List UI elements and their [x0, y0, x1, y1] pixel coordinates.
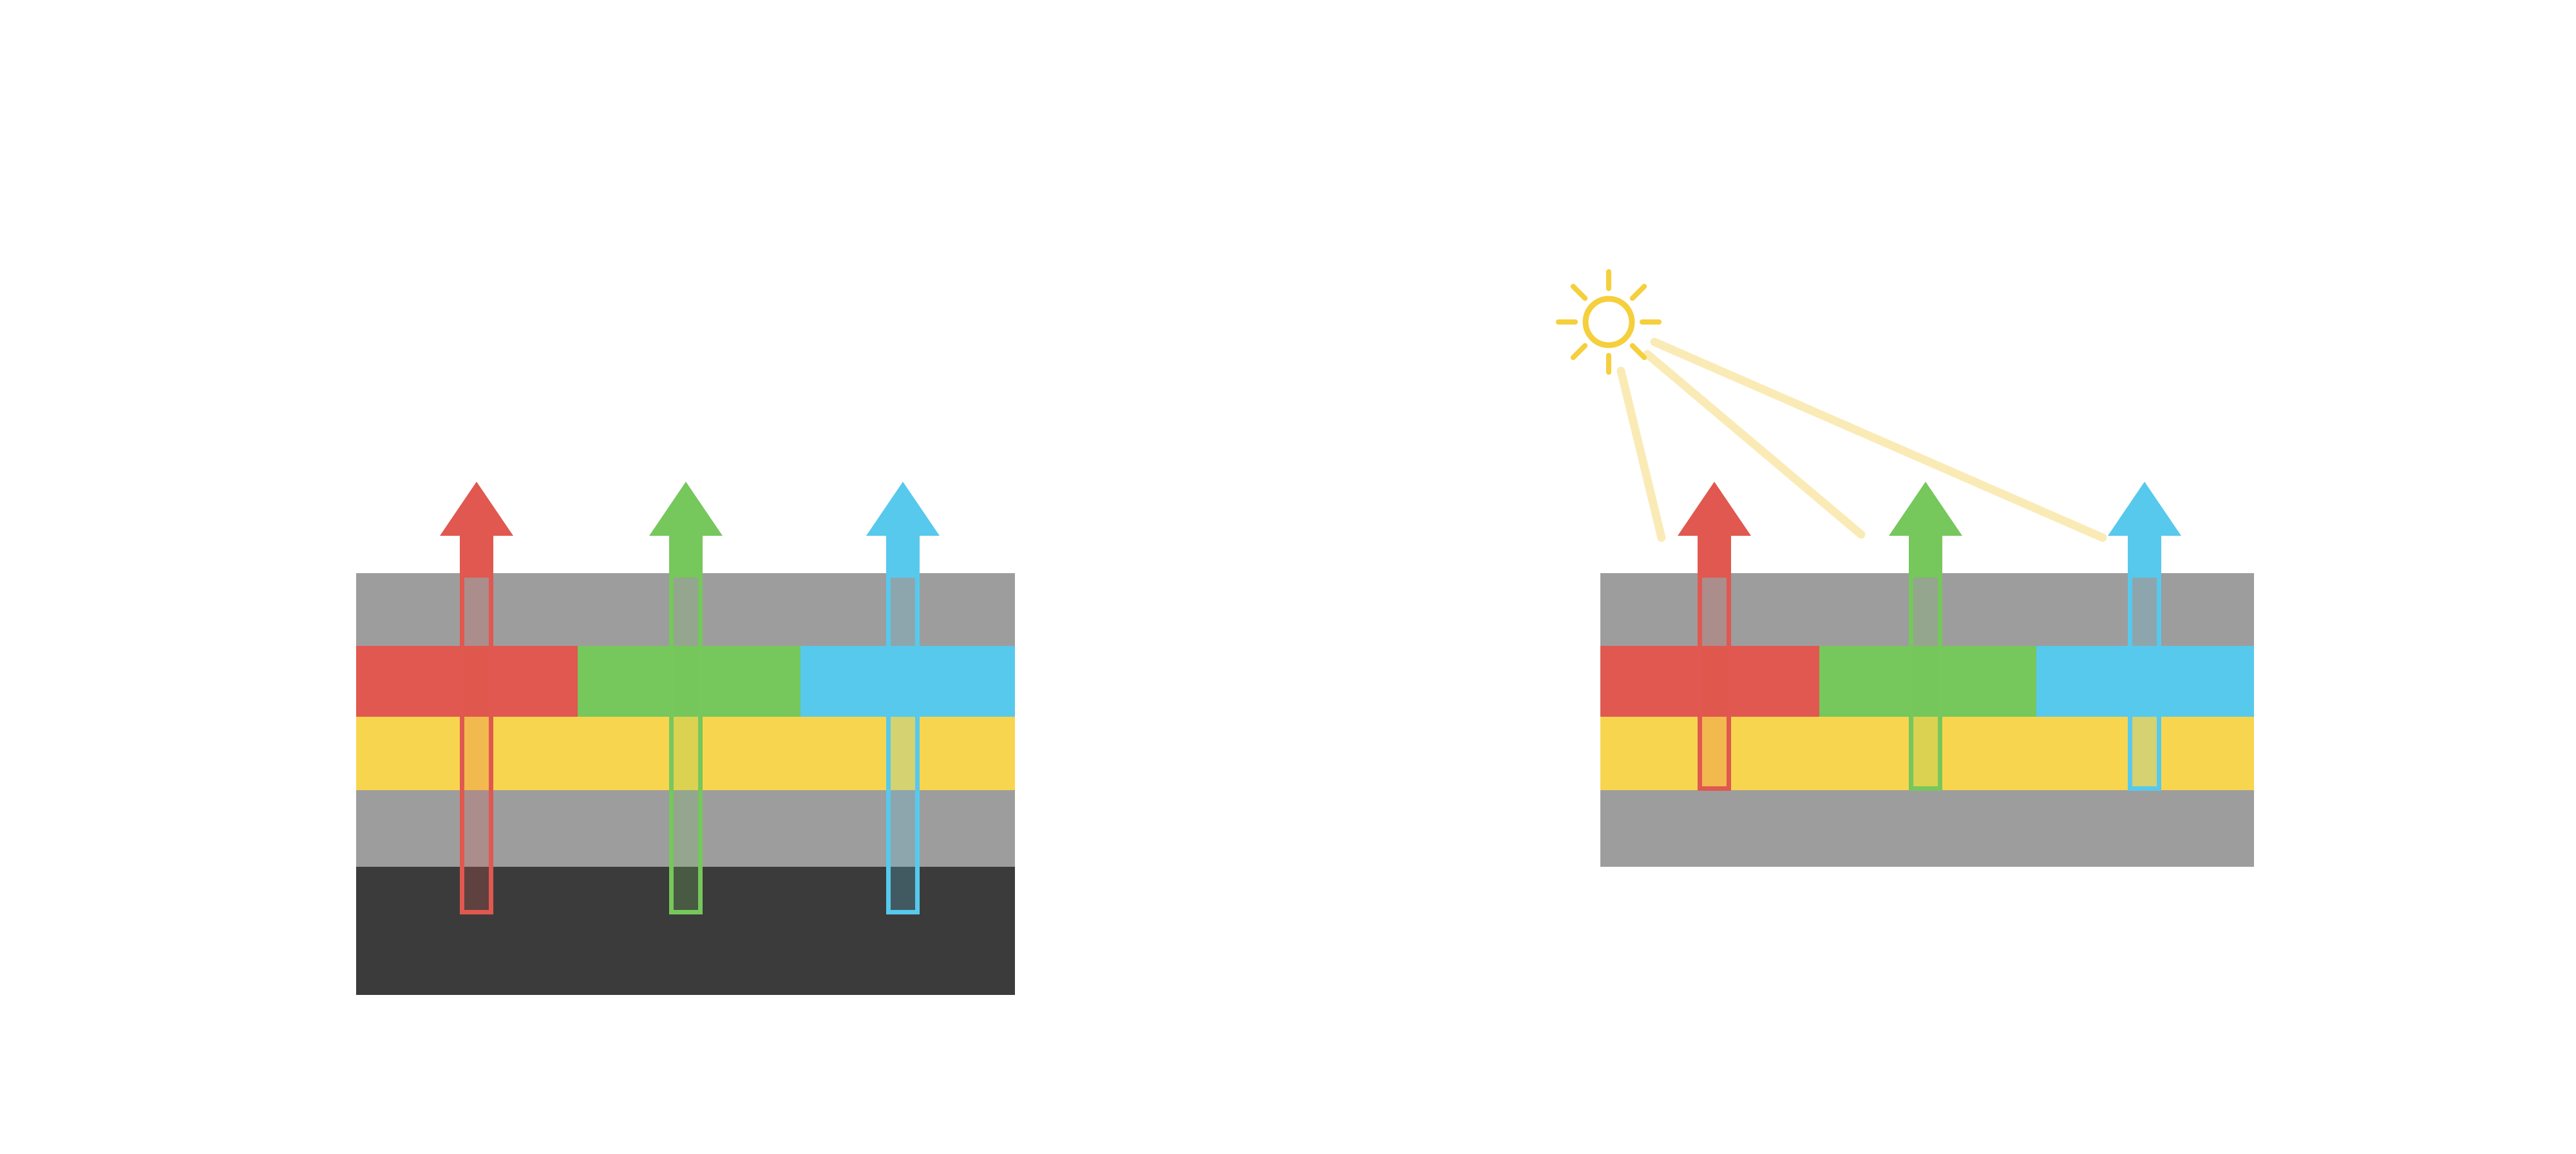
arrow-neck — [1698, 535, 1731, 574]
arrow-neck — [460, 535, 493, 574]
arrow-neck — [669, 535, 703, 574]
arrow-shaft — [669, 573, 703, 914]
sun-rays — [1556, 269, 1662, 375]
left-red-emission-arrow — [440, 482, 513, 914]
right-green-subpixel — [1819, 646, 2036, 717]
arrow-head-icon — [1889, 482, 1962, 536]
right-gray-top-layer — [1600, 573, 2254, 646]
arrow-head-icon — [649, 482, 723, 536]
right-yellow-layer — [1600, 717, 2254, 790]
left-dark-substrate-layer — [356, 867, 1015, 995]
left-rgb-subpixel-layer — [356, 646, 1015, 717]
right-red-emission-arrow — [1678, 482, 1751, 791]
arrow-head-icon — [1678, 482, 1751, 536]
left-red-subpixel — [356, 646, 578, 717]
left-yellow-layer — [356, 717, 1015, 790]
sunbeam-ray — [1616, 366, 1666, 542]
sunbeams-group — [1616, 337, 2107, 542]
arrow-shaft — [1909, 573, 1942, 791]
right-green-emission-arrow — [1889, 482, 1962, 791]
left-green-emission-arrow — [649, 482, 723, 914]
left-cyan-emission-arrow — [866, 482, 940, 914]
sunbeam-ray — [1643, 350, 1866, 539]
arrow-shaft — [1698, 573, 1731, 791]
sun-icon — [1556, 269, 1662, 375]
right-gray-lower-layer — [1600, 790, 2254, 867]
arrow-shaft — [886, 573, 920, 914]
left-gray-lower-layer — [356, 790, 1015, 867]
arrow-neck — [886, 535, 920, 574]
right-cyan-emission-arrow — [2108, 482, 2181, 791]
left-green-subpixel — [578, 646, 800, 717]
sun-disc — [1582, 296, 1635, 348]
sunbeam-ray — [1650, 337, 2107, 542]
arrow-head-icon — [2108, 482, 2181, 536]
left-gray-top-layer — [356, 573, 1015, 646]
arrow-head-icon — [866, 482, 940, 536]
right-rgb-subpixel-layer — [1600, 646, 2254, 717]
left-cyan-subpixel — [800, 646, 1015, 717]
arrow-neck — [1909, 535, 1942, 574]
arrow-shaft — [460, 573, 493, 914]
arrow-shaft — [2128, 573, 2161, 791]
arrow-neck — [2128, 535, 2161, 574]
right-red-subpixel — [1600, 646, 1819, 717]
arrow-head-icon — [440, 482, 513, 536]
right-cyan-subpixel — [2036, 646, 2254, 717]
